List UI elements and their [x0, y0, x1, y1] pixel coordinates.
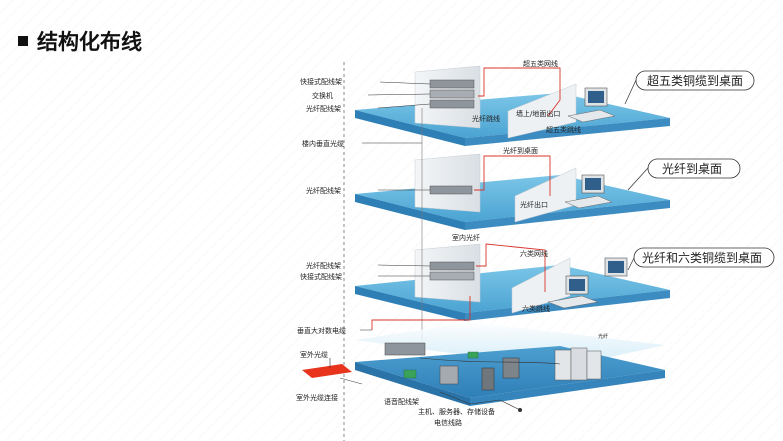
outdoor-cable-pad: [302, 364, 352, 378]
floor-1-fiber-panel-device: [429, 261, 475, 271]
floor-2-slab-side: [355, 194, 465, 230]
equipment-room-side: [355, 340, 470, 406]
storage-cabinet-c: [586, 350, 602, 380]
label-telecom-line: 电信线路: [434, 418, 462, 427]
label-fiber-to-desk-cable: 光纤到桌面: [503, 146, 538, 155]
label-switch-3: 交换机: [312, 91, 333, 100]
floor-3-monitor-screen: [588, 91, 604, 103]
server-rack-c: [502, 357, 520, 379]
basement-small-tag: 光纤: [598, 333, 608, 340]
label-outdoor-connect: 室外光缆连接: [296, 393, 338, 402]
floor-1-desk-icon: [547, 295, 599, 309]
vertical-copper-riser: [371, 296, 471, 330]
callout-floor-1: 光纤和六类铜缆到桌面: [627, 247, 775, 271]
page-title-text: 结构化布线: [37, 30, 142, 54]
callout-floor-2-text: 光纤到桌面: [662, 162, 722, 176]
floor-3-slab-front: [465, 118, 670, 146]
floor-3-patch-panel-device: [429, 79, 475, 89]
callout-floor-3: 超五类铜缆到桌面: [624, 70, 755, 105]
server-rack-b: [481, 367, 495, 391]
label-patch-frame-3: 快接式配线架: [300, 77, 342, 86]
label-vertical-fiber: 楼内垂直光缆: [302, 139, 344, 148]
equipment-frame-device: [384, 342, 426, 356]
floor-3-fiber-panel-device: [429, 99, 475, 109]
floor-2-fiber-cable: [474, 155, 551, 196]
floor-3-wall-partition: [507, 83, 577, 139]
storage-cabinet-a: [554, 349, 572, 381]
callout-floor-2: 光纤到桌面: [627, 158, 741, 191]
label-fiber-frame-2: 光纤配线架: [306, 186, 341, 195]
floor-1-cat6-cable: [476, 243, 546, 292]
telecom-line-endpoint: [518, 408, 522, 412]
label-patch-frame-1: 快接式配线架: [300, 272, 342, 281]
label-cat6-jumper: 六类跳线: [522, 304, 550, 313]
label-fiber-frame-1: 光纤配线架: [306, 261, 341, 270]
equipment-cable-curve: [419, 357, 561, 365]
floor-1-wall-partition: [511, 257, 571, 314]
floor-1-slab-side: [355, 286, 465, 321]
floor-1: [355, 243, 670, 321]
page-title: 结构化布线: [18, 24, 142, 58]
storage-cabinet-b: [570, 347, 588, 381]
floor-3-leader-lines: [379, 81, 431, 85]
label-indoor-fiber: 室内光纤: [452, 233, 480, 242]
label-fiber-jumper-3: 光纤跳线: [472, 114, 500, 123]
floor-2-fiber-panel-device: [429, 185, 473, 195]
callout-floor-3-text: 超五类铜缆到桌面: [647, 73, 743, 88]
label-voice-frame: 语音配线架: [384, 397, 419, 406]
telecom-line: [439, 391, 521, 411]
server-rack-a: [439, 365, 459, 385]
label-fiber-frame-3: 光纤配线架: [306, 104, 341, 113]
floor-2: [355, 153, 670, 230]
floor-3: [355, 65, 670, 146]
floor-3-cat5e-cable: [478, 67, 561, 117]
callout-floor-1-text: 光纤和六类铜缆到桌面: [642, 250, 762, 265]
floor-3-desk-icon: [567, 109, 616, 123]
floor-3-switch-device: [429, 89, 475, 99]
equipment-room: [355, 322, 665, 412]
floor-3-slab-side: [355, 110, 465, 146]
floor-2-slab-front: [465, 200, 670, 230]
label-cat5e-jumper: 超五类跳线: [546, 125, 581, 134]
title-bullet-icon: [18, 36, 28, 46]
label-equipment: 主机、服务器、存储设备: [418, 407, 495, 416]
floor-2-monitor-screen: [585, 178, 601, 190]
label-wall-outlet: 墙上/地面出口: [516, 109, 560, 118]
label-cat6-cable: 六类网线: [520, 249, 548, 258]
floor-2-slab-top: [355, 175, 670, 222]
label-outdoor-cable: 室外光缆: [300, 350, 328, 359]
voice-frame-device: [403, 369, 417, 379]
equipment-room-front: [470, 370, 665, 406]
label-vertical-copper: 垂直大对数电缆: [297, 326, 346, 335]
green-rack-device: [467, 351, 479, 359]
floor-1-patch-panel-device: [429, 271, 475, 281]
label-fiber-outlet: 光纤出口: [520, 200, 548, 209]
label-cat5e-cable: 超五类网线: [523, 59, 558, 68]
floor-2-wall-left: [414, 153, 481, 213]
floor-2-desk-icon: [564, 195, 613, 209]
